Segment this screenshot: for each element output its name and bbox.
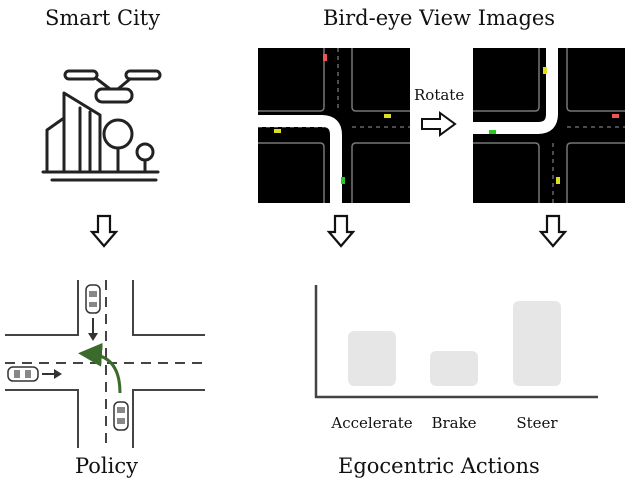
chart-axes (314, 285, 598, 399)
down-arrow-icon (89, 214, 119, 248)
car-bottom-ego (113, 401, 129, 431)
policy-title: Policy (75, 454, 138, 478)
bar-accelerate (348, 331, 396, 386)
bar-brake (430, 351, 478, 386)
tick-label-steer: Steer (516, 414, 558, 432)
rotate-label: Rotate (414, 86, 465, 104)
city-icon (41, 69, 162, 182)
down-arrow-icon (326, 214, 356, 248)
intersection-diagram (5, 280, 205, 448)
egocentric-actions-title: Egocentric Actions (338, 454, 540, 478)
tick-label-accelerate: Accelerate (331, 414, 413, 432)
left-turn-arrow (78, 342, 122, 394)
bev-image-rotated (473, 48, 625, 203)
tick-label-brake: Brake (431, 414, 477, 432)
right-arrow-icon (421, 111, 457, 137)
car-top (85, 284, 101, 314)
bird-eye-title: Bird-eye View Images (323, 6, 556, 30)
bar-steer (513, 301, 561, 386)
car-left (7, 366, 39, 382)
smart-city-title: Smart City (45, 6, 161, 30)
action-bar-chart (314, 285, 598, 399)
down-arrow-icon (538, 214, 568, 248)
bev-image-original (258, 48, 410, 203)
